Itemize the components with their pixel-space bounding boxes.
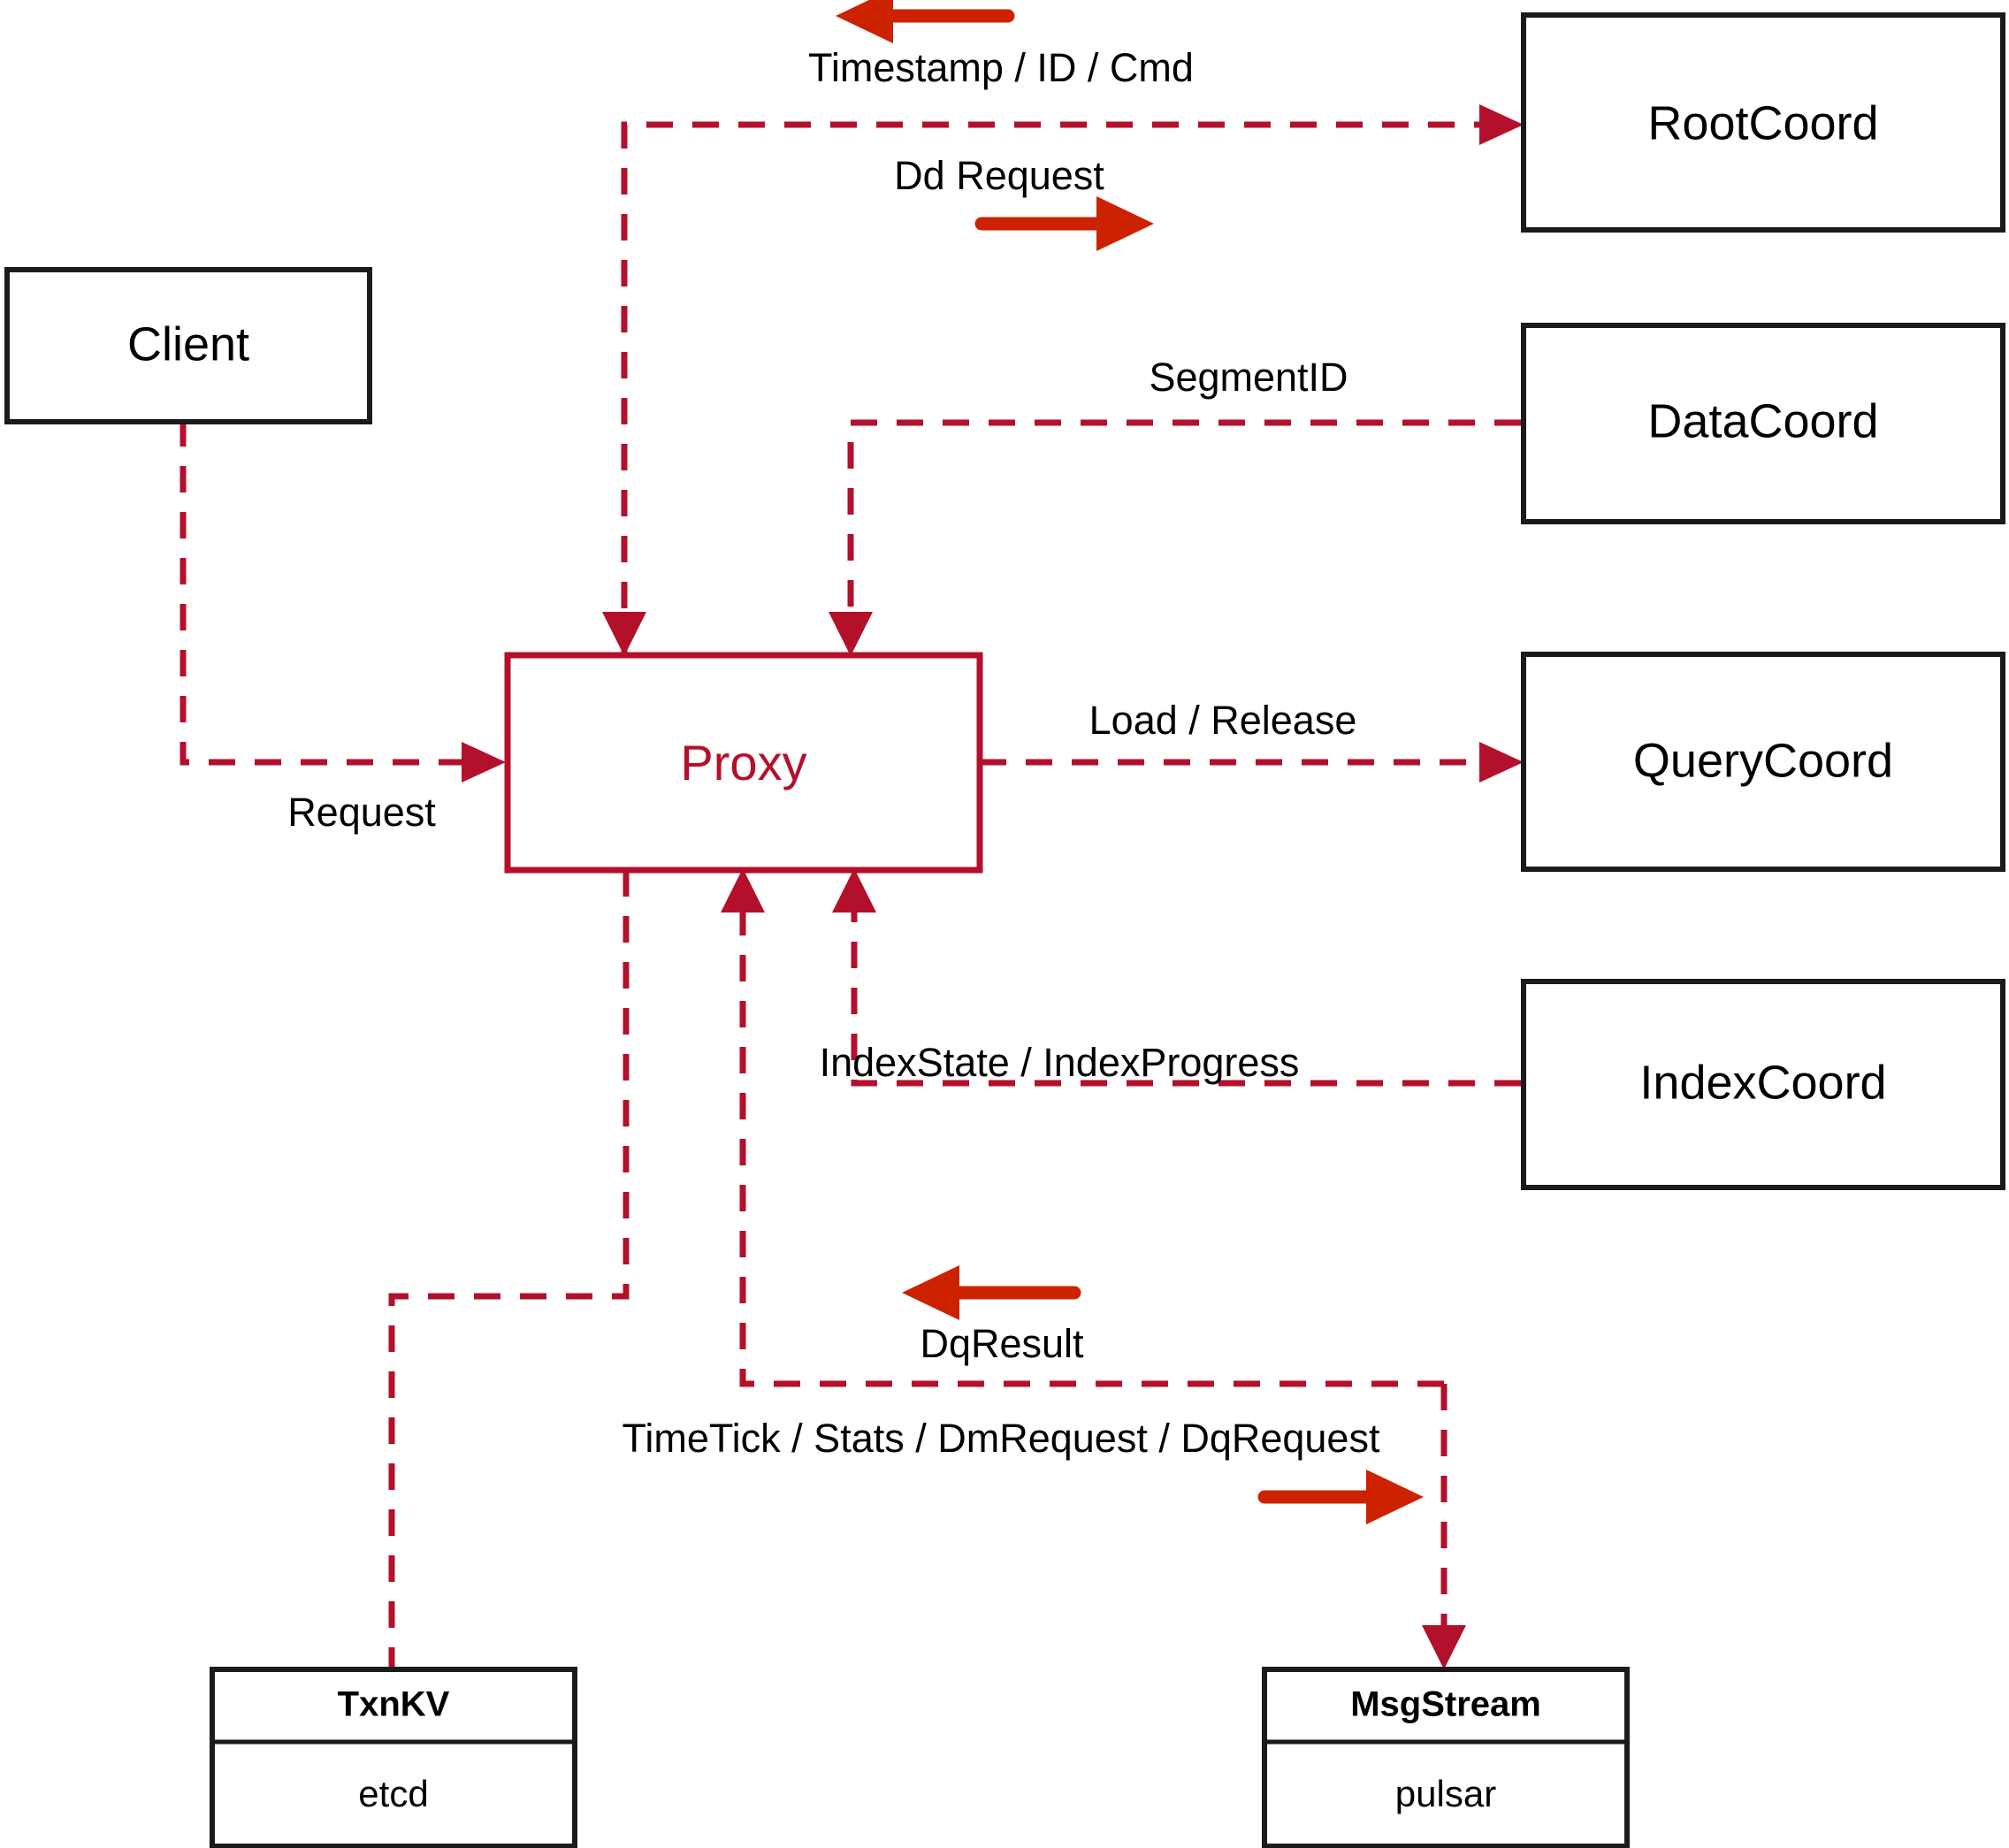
node-rootcoord[interactable]: RootCoord bbox=[1521, 12, 2005, 233]
edge-datacoord-proxy bbox=[829, 419, 1521, 656]
edge-indexcoord-proxy-arrowhead bbox=[832, 868, 876, 913]
edge-label-dd-request: Dd Request bbox=[894, 153, 1104, 198]
direction-arrow-dqresult-left bbox=[902, 1265, 1081, 1320]
direction-arrow-timestamp-left bbox=[836, 0, 1015, 43]
node-datacoord[interactable]: DataCoord bbox=[1521, 323, 2005, 524]
node-indexcoord-box[interactable] bbox=[1521, 979, 2005, 1190]
edge-datacoord-proxy-path bbox=[847, 419, 1521, 630]
edge-msgstream-proxy bbox=[721, 868, 1444, 1387]
node-msgstream-body: pulsar bbox=[1395, 1773, 1496, 1814]
edge-proxy-txnkv bbox=[388, 870, 630, 1669]
edge-msgstream-proxy-path bbox=[739, 897, 1444, 1387]
node-msgstream[interactable]: MsgStream pulsar bbox=[1262, 1667, 1630, 1848]
edge-label-request: Request bbox=[287, 790, 436, 835]
node-client[interactable]: Client bbox=[4, 267, 372, 424]
node-client-label: Client bbox=[127, 317, 249, 370]
edge-label-timestamp-id-cmd: Timestamp / ID / Cmd bbox=[808, 45, 1194, 90]
edge-indexcoord-proxy-path bbox=[851, 897, 1521, 1087]
edge-label-index-state-progress: IndexState / IndexProgress bbox=[820, 1040, 1300, 1085]
node-indexcoord[interactable]: IndexCoord bbox=[1521, 979, 2005, 1190]
node-client-box[interactable] bbox=[4, 267, 372, 424]
node-rootcoord-box[interactable] bbox=[1521, 12, 2005, 233]
node-txnkv-title: TxnKV bbox=[338, 1685, 450, 1724]
node-datacoord-label: DataCoord bbox=[1647, 394, 1878, 447]
edge-proxy-txnkv-path bbox=[388, 870, 630, 1669]
node-txnkv-box[interactable] bbox=[210, 1667, 577, 1848]
edge-proxy-rootcoord-arrowhead bbox=[1479, 104, 1524, 145]
node-msgstream-title: MsgStream bbox=[1350, 1685, 1541, 1724]
node-indexcoord-label: IndexCoord bbox=[1639, 1056, 1886, 1109]
edge-datacoord-proxy-arrowhead bbox=[829, 612, 873, 656]
edge-client-proxy bbox=[180, 420, 506, 783]
direction-arrow-dd-request-right bbox=[974, 196, 1154, 251]
edge-msgstream-proxy-arrowhead bbox=[721, 868, 765, 913]
node-proxy[interactable]: Proxy bbox=[504, 652, 983, 874]
edge-proxy-querycoord-arrowhead bbox=[1479, 742, 1524, 783]
node-proxy-box[interactable] bbox=[504, 652, 983, 874]
node-txnkv-body: etcd bbox=[358, 1773, 428, 1814]
node-querycoord-box[interactable] bbox=[1521, 652, 2005, 872]
edge-proxy-msgstream-arrowhead bbox=[1422, 1625, 1466, 1669]
node-rootcoord-label: RootCoord bbox=[1647, 96, 1878, 149]
edge-client-proxy-arrowhead bbox=[462, 742, 506, 783]
edge-proxy-rootcoord bbox=[602, 104, 1524, 656]
edge-label-dq-result: DqResult bbox=[920, 1321, 1084, 1366]
edge-proxy-msgstream bbox=[1422, 1384, 1466, 1669]
edge-rootcoord-proxy-arrowhead bbox=[602, 612, 646, 656]
edge-label-load-release: Load / Release bbox=[1089, 698, 1357, 743]
node-txnkv[interactable]: TxnKV etcd bbox=[210, 1667, 577, 1848]
node-querycoord-label: QueryCoord bbox=[1633, 734, 1893, 787]
node-querycoord[interactable]: QueryCoord bbox=[1521, 652, 2005, 872]
node-proxy-label: Proxy bbox=[680, 735, 806, 790]
edge-label-segment-id: SegmentID bbox=[1149, 355, 1348, 400]
edge-client-proxy-path bbox=[180, 420, 477, 766]
edge-proxy-querycoord bbox=[980, 742, 1524, 783]
node-msgstream-box[interactable] bbox=[1262, 1667, 1630, 1848]
edge-indexcoord-proxy bbox=[832, 868, 1521, 1087]
direction-arrow-timetick-right bbox=[1257, 1470, 1424, 1524]
node-datacoord-box[interactable] bbox=[1521, 323, 2005, 524]
edge-label-timetick-stats: TimeTick / Stats / DmRequest / DqRequest bbox=[623, 1416, 1380, 1461]
edge-proxy-rootcoord-path bbox=[621, 121, 1494, 654]
